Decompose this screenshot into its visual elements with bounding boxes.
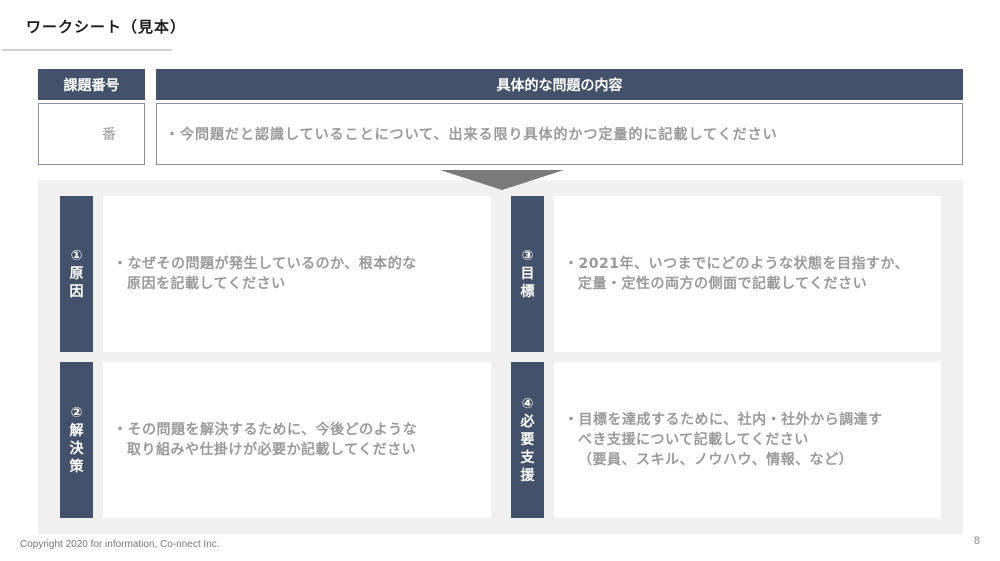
placeholder-line: なぜその問題が発生しているのか、根本的な	[113, 254, 417, 274]
placeholder-line: 2021年、いつまでにどのような状態を目指すか、	[564, 254, 909, 274]
placeholder-line: 定量・定性の両方の側面で記載してください	[578, 276, 868, 292]
label-char: 支	[520, 450, 535, 466]
quadrant-goal-label: ③ 目 標	[511, 196, 544, 352]
label-char: 因	[69, 284, 84, 300]
label-char: 解	[69, 423, 84, 439]
placeholder-line: （要員、スキル、ノウハウ、情報、など）	[578, 452, 854, 468]
issue-content-placeholder: ・今問題だと認識していることについて、出来る限り具体的かつ定量的に記載してくださ…	[165, 127, 778, 143]
quadrant-support-label: ④ 必 要 支 援	[511, 362, 544, 518]
quadrant-solution-field[interactable]: その問題を解決するために、今後どのような 取り組みや仕掛けが必要か記載してくださ…	[103, 362, 491, 518]
label-char: 標	[520, 284, 535, 300]
page-number: 8	[973, 535, 980, 547]
quadrant-support-field[interactable]: 目標を達成するために、社内・社外から調達す べき支援について記載してください （…	[554, 362, 941, 518]
label-char: 目	[520, 266, 535, 282]
issue-number-field[interactable]: 番	[38, 103, 145, 165]
placeholder-line: 目標を達成するために、社内・社外から調達す	[564, 410, 883, 430]
quadrant-goal: ③ 目 標 2021年、いつまでにどのような状態を目指すか、 定量・定性の両方の…	[511, 196, 941, 352]
page-title: ワークシート（見本）	[26, 18, 187, 36]
label-char: 要	[520, 432, 535, 448]
label-char: 決	[69, 441, 84, 457]
placeholder-line: 取り組みや仕掛けが必要か記載してください	[127, 442, 417, 458]
issue-content-field[interactable]: ・今問題だと認識していることについて、出来る限り具体的かつ定量的に記載してくださ…	[156, 103, 963, 165]
issue-number-suffix: 番	[102, 127, 116, 143]
quadrant-number: ①	[70, 248, 83, 264]
quadrant-goal-field[interactable]: 2021年、いつまでにどのような状態を目指すか、 定量・定性の両方の側面で記載し…	[554, 196, 941, 352]
down-arrow-icon	[440, 170, 564, 190]
label-char: 策	[69, 459, 84, 475]
quadrant-number: ②	[70, 405, 83, 421]
quadrant-cause: ① 原 因 なぜその問題が発生しているのか、根本的な 原因を記載してください	[60, 196, 491, 352]
quadrant-solution: ② 解 決 策 その問題を解決するために、今後どのような 取り組みや仕掛けが必要…	[60, 362, 491, 518]
label-char: 援	[520, 468, 535, 484]
quadrant-number: ③	[521, 248, 534, 264]
label-char: 原	[69, 266, 84, 282]
quadrant-cause-field[interactable]: なぜその問題が発生しているのか、根本的な 原因を記載してください	[103, 196, 491, 352]
copyright-text: Copyright 2020 for information, Co-nnect…	[20, 539, 220, 550]
placeholder-line: べき支援について記載してください	[578, 432, 809, 448]
quadrant-cause-label: ① 原 因	[60, 196, 93, 352]
quadrant-solution-label: ② 解 決 策	[60, 362, 93, 518]
placeholder-line: その問題を解決するために、今後どのような	[113, 420, 417, 440]
quadrant-support: ④ 必 要 支 援 目標を達成するために、社内・社外から調達す べき支援について…	[511, 362, 941, 518]
title-underline	[2, 49, 172, 51]
header-issue-number: 課題番号	[38, 69, 145, 100]
header-issue-content: 具体的な問題の内容	[156, 69, 963, 100]
label-char: 必	[520, 414, 535, 430]
quadrant-number: ④	[521, 396, 534, 412]
placeholder-line: 原因を記載してください	[127, 276, 286, 292]
